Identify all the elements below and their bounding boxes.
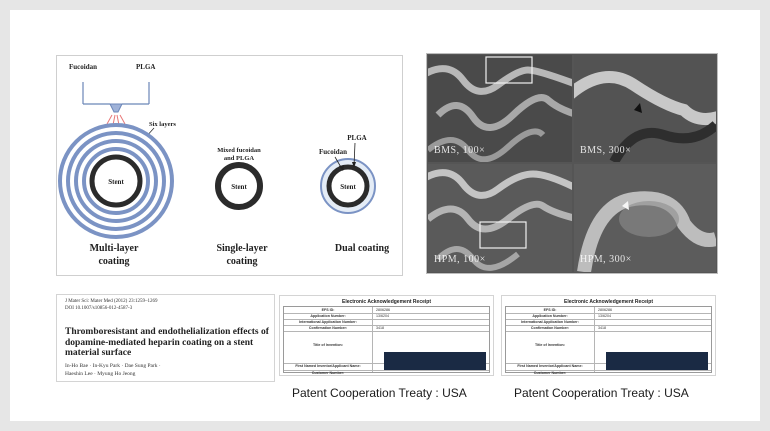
redaction-block <box>384 352 486 370</box>
coating-diagram-panel: Fucoidan PLGA Six layers Stent Multi-lay… <box>56 55 403 276</box>
caption-multi-line1: Multi-layer <box>90 243 139 254</box>
receipt-caption-2: Patent Cooperation Treaty : USA <box>514 386 689 400</box>
paper-journal-line: J Mater Sci: Mater Med (2012) 23:1259–12… <box>65 299 158 304</box>
receipt-row-label: First Named Inventor/Applicant Name: <box>295 364 361 368</box>
label-fucoidan-top: Fucoidan <box>69 63 97 71</box>
mixed-label-line2: and PLGA <box>224 155 254 162</box>
dual-coating-stent <box>320 158 376 214</box>
mixed-label-line1: Mixed fucoidan <box>217 147 261 154</box>
sem-label-3: HPM, 300× <box>580 254 632 265</box>
dual-fucoidan-label: Fucoidan <box>319 148 347 156</box>
receipt-table-2: EFS ID:2806286 Application Number:13/620… <box>505 306 712 375</box>
sem-image-hpm-300: HPM, 300× <box>574 164 716 272</box>
receipt-row-label: Confirmation Number: <box>308 326 348 330</box>
receipt-row-label: EFS ID: <box>321 308 335 312</box>
receipt-row-label: Application Number: <box>532 314 568 318</box>
caption-dual: Dual coating <box>335 243 389 254</box>
receipt-row-label: Title of Invention: <box>535 343 565 347</box>
receipt-row-label: Application Number: <box>310 314 346 318</box>
receipt-row-label: International Application Number: <box>299 320 357 324</box>
sem-label-2: HPM, 100× <box>434 254 486 265</box>
paper-authors-line1: In-Ho Bae · In-Kyu Park · Dae Sung Park … <box>65 363 161 369</box>
dual-plga-label: PLGA <box>347 134 366 142</box>
receipt-title-1: Electronic Acknowledgement Receipt <box>341 299 431 305</box>
spray-nozzle-icon <box>82 82 150 126</box>
single-layer-stent <box>215 162 263 210</box>
multi-layer-stent <box>58 123 174 239</box>
caption-single-line1: Single-layer <box>216 243 268 254</box>
sem-image-grid: BMS, 100× BMS, 300× HPM, 100× HPM, 300× <box>426 53 718 274</box>
patent-receipt-1: Electronic Acknowledgement Receipt EFS I… <box>279 295 494 376</box>
receipt-row-label: EFS ID: <box>543 308 557 312</box>
receipt-title-2: Electronic Acknowledgement Receipt <box>563 299 653 305</box>
paper-title: Thromboresistant and endothelialization … <box>65 327 269 358</box>
receipt-row-label: Customer Number: <box>311 371 345 375</box>
stent-label-multi: Stent <box>108 178 124 186</box>
paper-authors-line2: Haeshin Lee · Myung Ho Jeong <box>65 371 136 377</box>
receipt-caption-1: Patent Cooperation Treaty : USA <box>292 386 467 400</box>
sem-image-hpm-100: HPM, 100× <box>428 164 572 272</box>
receipt-row-label: International Application Number: <box>521 320 579 324</box>
stent-label-single: Stent <box>231 183 247 191</box>
label-six-layers: Six layers <box>149 121 176 128</box>
coating-diagram: Fucoidan PLGA Six layers Stent Multi-lay… <box>58 63 389 267</box>
sem-image-bms-300: BMS, 300× <box>574 55 716 162</box>
receipt-row-label: Title of Invention: <box>313 343 343 347</box>
patent-receipt-2: Electronic Acknowledgement Receipt EFS I… <box>501 295 716 376</box>
sem-label-0: BMS, 100× <box>434 145 486 156</box>
caption-multi-line2: coating <box>98 256 129 267</box>
sem-image-bms-100: BMS, 100× <box>428 55 572 162</box>
receipt-row-label: First Named Inventor/Applicant Name: <box>517 364 583 368</box>
caption-single-line2: coating <box>226 256 257 267</box>
paper-doi-line: DOI 10.1007/s10856-012-4587-3 <box>65 306 133 311</box>
label-plga-top: PLGA <box>136 63 155 71</box>
receipt-row-label: Confirmation Number: <box>530 326 570 330</box>
stent-label-dual: Stent <box>340 183 356 191</box>
receipt-row-label: Customer Number: <box>533 371 567 375</box>
sem-label-1: BMS, 300× <box>580 145 632 156</box>
paper-thumbnail: J Mater Sci: Mater Med (2012) 23:1259–12… <box>56 294 275 382</box>
redaction-block <box>606 352 708 370</box>
